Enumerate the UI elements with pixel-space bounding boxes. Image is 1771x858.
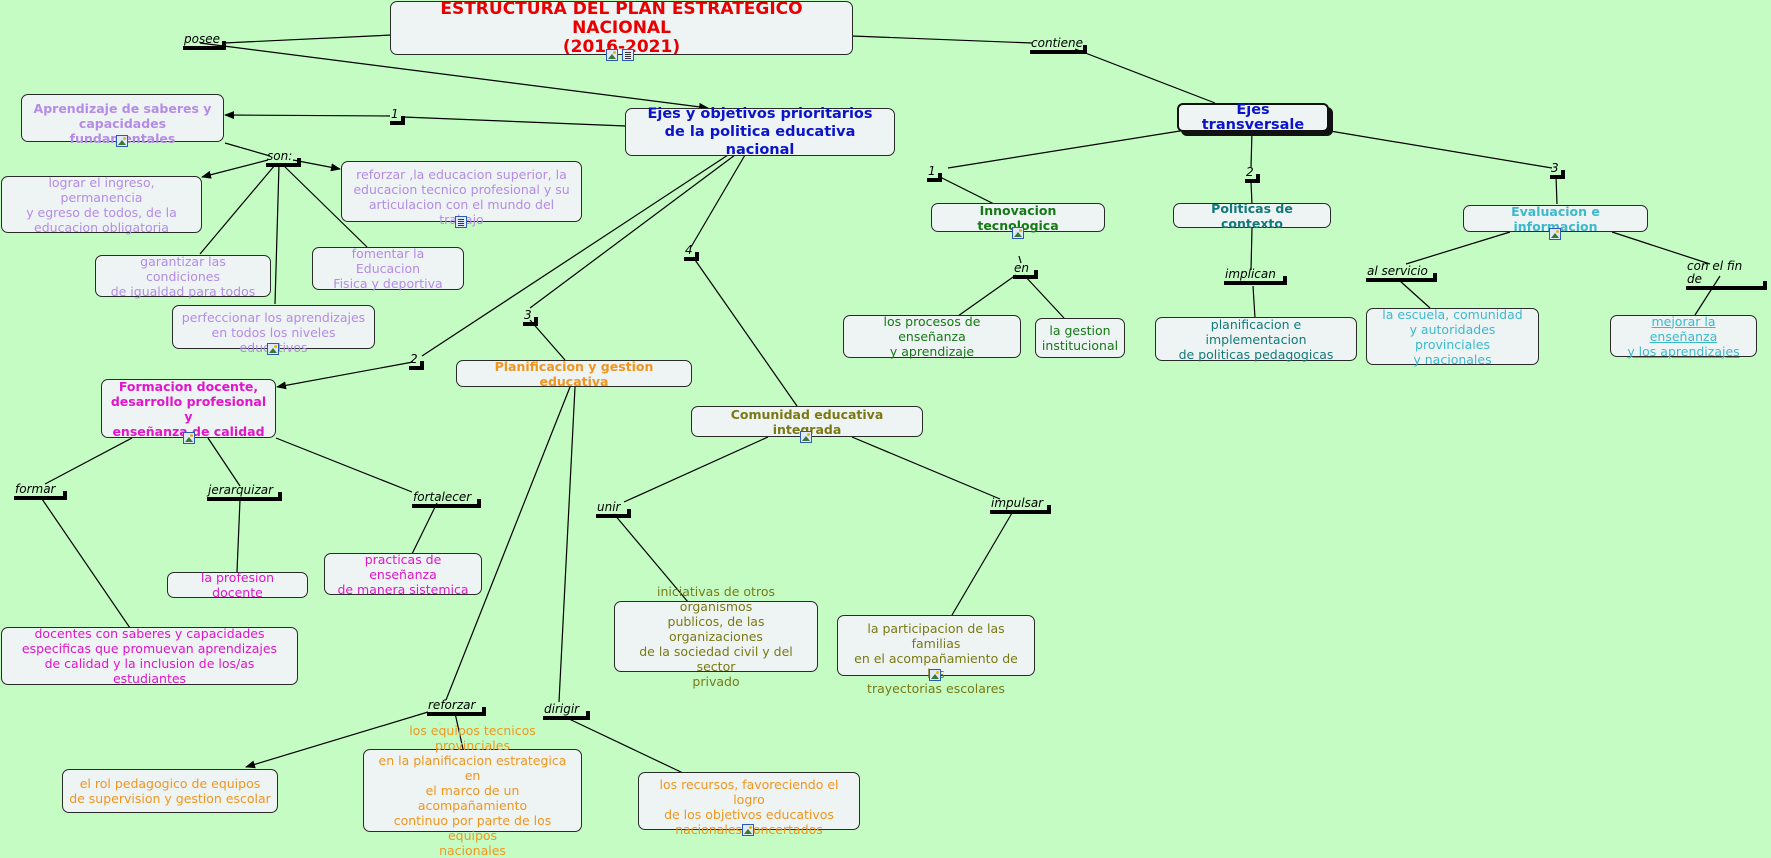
link-contiene[interactable]: contiene <box>1030 37 1087 54</box>
link-reforzar[interactable]: reforzar <box>427 699 486 716</box>
formacion-node[interactable]: Formacion docente, desarrollo profesiona… <box>101 379 276 439</box>
profesion-node[interactable]: la profesion docente <box>167 570 308 600</box>
innovacion-node[interactable]: Innovacion tecnologica <box>931 203 1105 233</box>
link-jerarquizar[interactable]: jerarquizar <box>207 484 282 501</box>
link-2-formacion[interactable]: 2 <box>409 353 424 370</box>
rol-node[interactable]: el rol pedagogico de equipos de supervis… <box>62 769 278 813</box>
lograr-node[interactable]: lograr el ingreso, permanencia y egreso … <box>1 175 202 235</box>
docentes-node[interactable]: docentes con saberes y capacidades espec… <box>1 626 298 686</box>
image-icon[interactable] <box>183 432 195 444</box>
link-dirigir[interactable]: dirigir <box>543 703 590 720</box>
link-al-servicio[interactable]: al servicio <box>1366 265 1437 282</box>
plan-implementacion-node[interactable]: planificacion e implementacion de politi… <box>1155 317 1357 362</box>
iniciativas-node[interactable]: iniciativas de otros organismos publicos… <box>614 584 818 689</box>
image-icon[interactable] <box>606 49 618 61</box>
practicas-node[interactable]: practicas de enseñanza de manera sistemi… <box>324 552 482 597</box>
link-impulsar[interactable]: impulsar <box>990 497 1051 514</box>
link-con-el-fin-de[interactable]: con el fin de <box>1686 260 1767 290</box>
link-1-aprendizaje[interactable]: 1 <box>390 108 405 125</box>
participacion-node[interactable]: la participacion de las familias en el a… <box>837 615 1035 696</box>
ejes-transversales-node[interactable]: Ejes transversale <box>1177 102 1329 132</box>
map-title[interactable]: ESTRUCTURA DEL PLAN ESTRATEGICO NACIONAL… <box>390 0 853 57</box>
image-icon[interactable] <box>800 431 812 443</box>
link-posee[interactable]: posee <box>183 33 226 50</box>
reforzar-superior-node[interactable]: reforzar ,la educacion superior, la educ… <box>341 161 582 227</box>
procesos-node[interactable]: los procesos de enseñanza y aprendizaje <box>843 314 1021 359</box>
document-icon[interactable] <box>622 49 634 61</box>
image-icon[interactable] <box>267 343 279 355</box>
image-icon[interactable] <box>742 824 754 836</box>
image-icon[interactable] <box>1012 227 1024 239</box>
document-icon[interactable] <box>455 216 467 228</box>
link-son[interactable]: son: <box>266 150 301 167</box>
aprendizaje-node[interactable]: Aprendizaje de saberes y capacidades fun… <box>21 94 224 146</box>
image-icon[interactable] <box>929 669 941 681</box>
link-3-evaluacion[interactable]: 3 <box>1550 162 1565 179</box>
link-formar[interactable]: formar <box>14 483 67 500</box>
mejorar-node[interactable]: mejorar la enseñanza y los aprendizajes <box>1610 313 1757 359</box>
link-1-innovacion[interactable]: 1 <box>927 165 942 182</box>
link-2-politicas[interactable]: 2 <box>1245 166 1260 183</box>
garantizar-node[interactable]: garantizar las condiciones de igualdad p… <box>95 254 271 299</box>
link-3-planificacion[interactable]: 3 <box>523 309 538 326</box>
escuela-node[interactable]: la escuela, comunidad y autoridades prov… <box>1366 307 1539 367</box>
link-4-comunidad[interactable]: 4 <box>684 244 699 261</box>
politicas-node[interactable]: Politicas de contexto <box>1173 201 1331 231</box>
link-fortalecer[interactable]: fortalecer <box>412 491 481 508</box>
recursos-node[interactable]: los recursos, favoreciendo el logro de l… <box>638 772 860 837</box>
map-title-text: ESTRUCTURA DEL PLAN ESTRATEGICO NACIONAL… <box>440 0 803 57</box>
gestion-institucional-node[interactable]: la gestion institucional <box>1035 318 1125 358</box>
mejorar-link[interactable]: mejorar la enseñanza y los aprendizajes <box>1627 313 1740 359</box>
perfeccionar-node[interactable]: perfeccionar los aprendizajes en todos l… <box>172 305 375 355</box>
image-icon[interactable] <box>1549 228 1561 240</box>
link-unir[interactable]: unir <box>596 501 631 518</box>
planificacion-node[interactable]: Planificacion y gestion educativa <box>456 359 692 389</box>
equipos-node[interactable]: los equipos tecnicos provinciales en la … <box>363 723 582 858</box>
link-implican[interactable]: implican <box>1224 268 1287 285</box>
image-icon[interactable] <box>116 135 128 147</box>
ejes-prioritarios-node[interactable]: Ejes y objetivos prioritarios de la poli… <box>625 106 895 158</box>
fomentar-node[interactable]: fomentar la Educacion Fisica y deportiva <box>312 246 464 291</box>
link-en[interactable]: en <box>1013 262 1038 279</box>
